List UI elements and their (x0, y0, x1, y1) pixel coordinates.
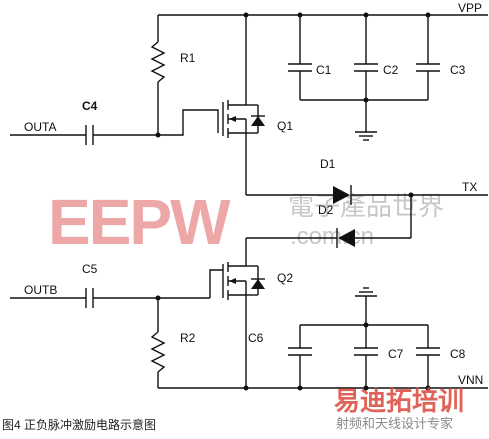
r2-resistor (150, 298, 166, 388)
c7-capacitor (354, 325, 378, 388)
c8-label: C8 (450, 347, 466, 361)
site-watermark: 易迪拓培训 射频和天线设计专家 (334, 387, 464, 432)
c2-capacitor (354, 15, 378, 100)
q2-gate-wire (209, 269, 223, 298)
c6-capacitor (288, 325, 312, 388)
d2-label: D2 (318, 203, 334, 217)
c1-label: C1 (316, 63, 332, 77)
eepw-watermark: EEPW 電子產品世界 .com.cn (48, 186, 444, 258)
tx-label: TX (462, 180, 477, 194)
c2-label: C2 (383, 63, 399, 77)
ground-symbol-top (355, 100, 377, 141)
c7-label: C7 (388, 347, 404, 361)
site-sub-text: 射频和天线设计专家 (336, 416, 453, 432)
q1-mosfet (227, 15, 265, 195)
eepw-logo-text: EEPW (48, 186, 231, 258)
node (297, 385, 303, 391)
q1-gate-wire (158, 109, 219, 136)
c8-capacitor (416, 325, 440, 388)
q1-label: Q1 (277, 119, 293, 133)
r2-label: R2 (180, 331, 196, 345)
node (363, 385, 369, 391)
c4-capacitor (85, 125, 94, 145)
c5-label: C5 (82, 262, 98, 276)
node (425, 385, 431, 391)
c1-capacitor (288, 15, 312, 100)
vpp-label: VPP (458, 1, 482, 15)
outb-label: OUTB (24, 283, 57, 297)
vnn-label: VNN (458, 373, 483, 387)
site-logo-text: 易迪拓培训 (334, 387, 464, 417)
c5-capacitor (85, 288, 94, 308)
c3-label: C3 (450, 63, 466, 77)
node (243, 385, 249, 391)
eepw-chinese-text: 電子產品世界 (288, 192, 444, 222)
ground-symbol-bottom (355, 287, 377, 325)
r1-resistor (150, 15, 166, 135)
q2-label: Q2 (277, 271, 293, 285)
outa-label: OUTA (24, 120, 56, 134)
eepw-url-text: .com.cn (290, 223, 374, 250)
c6-label: C6 (248, 331, 264, 345)
c4-label: C4 (82, 99, 98, 113)
q2-mosfet (227, 238, 265, 388)
d1-label: D1 (320, 157, 336, 171)
r1-label: R1 (180, 51, 196, 65)
figure-caption: 图4 正负脉冲激励电路示意图 (2, 418, 157, 432)
c3-capacitor (416, 15, 440, 100)
